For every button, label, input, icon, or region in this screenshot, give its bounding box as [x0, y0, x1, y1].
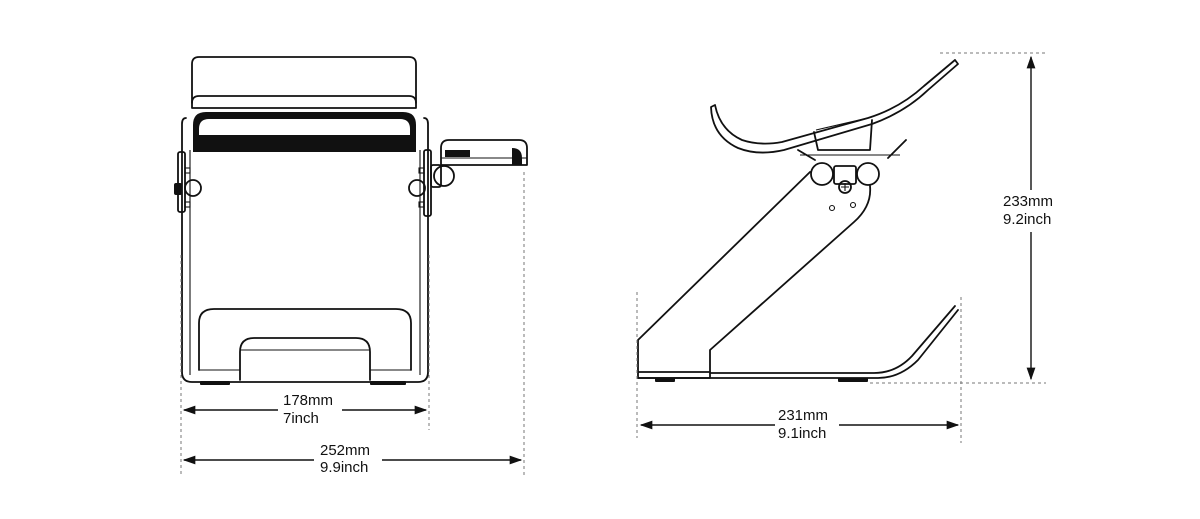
front-base-stand — [198, 308, 412, 371]
side-view — [637, 59, 959, 382]
dim-231-metric: 231mm — [778, 407, 828, 424]
side-knob-left — [810, 162, 834, 186]
side-foot-left — [655, 378, 675, 382]
dim-front-inner-width: 178mm 7inch — [182, 392, 428, 427]
dim-252-imperial: 9.9inch — [320, 459, 368, 476]
side-screw — [838, 180, 852, 194]
side-top-tray — [710, 59, 959, 154]
dim-side-depth: 231mm 9.1inch — [639, 407, 960, 442]
front-foot-left — [200, 381, 230, 385]
side-dimension-guides — [636, 52, 1046, 443]
dim-front-total-width: 252mm 9.9inch — [182, 442, 523, 476]
right-knob — [433, 165, 455, 187]
dim-side-height: 233mm 9.2inch — [1003, 55, 1053, 381]
front-body-outline — [181, 117, 429, 383]
front-foot-right — [370, 381, 406, 385]
dim-233-metric: 233mm — [1003, 193, 1053, 210]
front-dimension-guides — [180, 172, 525, 477]
dim-231-imperial: 9.1inch — [778, 425, 826, 442]
dim-233-imperial: 9.2inch — [1003, 211, 1051, 228]
dim-178-metric: 178mm — [283, 392, 333, 409]
side-support-column — [637, 171, 872, 379]
left-knob — [174, 183, 182, 195]
dim-178-imperial: 7inch — [283, 410, 319, 427]
side-knob-right — [856, 162, 880, 186]
front-view — [174, 56, 528, 385]
front-side-arm — [440, 139, 528, 166]
side-foot-right — [838, 378, 868, 382]
side-base — [637, 309, 959, 379]
front-top-tray — [191, 56, 417, 104]
dim-252-metric: 252mm — [320, 442, 370, 459]
